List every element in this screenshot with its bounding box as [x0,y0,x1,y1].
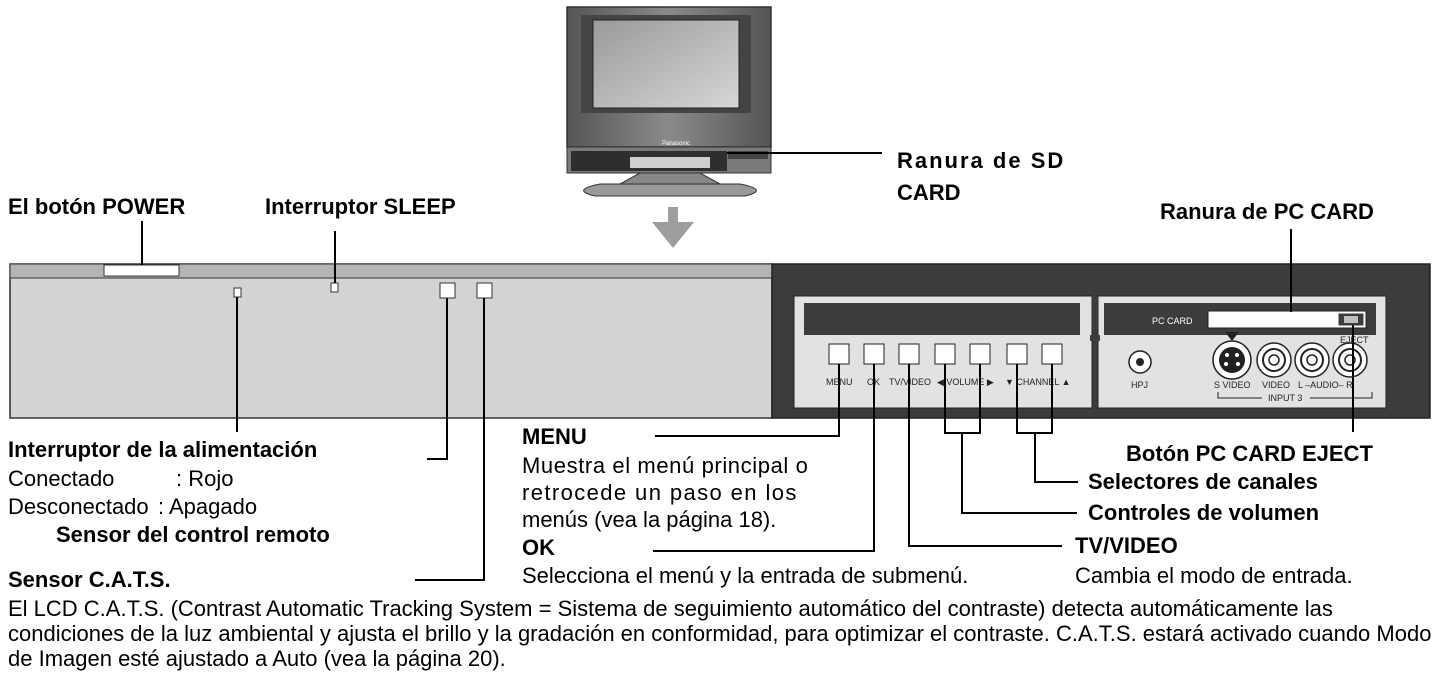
audio-left-jack[interactable] [1294,342,1330,378]
pc-card-slot[interactable] [1207,310,1367,329]
sleep-indicator [330,282,339,293]
audio-panel-label: L –AUDIO– R [1298,380,1353,390]
pc-card-slot-label: Ranura de PC CARD [1160,199,1374,224]
ok-button[interactable] [863,343,885,365]
volume-down-button[interactable] [934,343,956,365]
tv-video-callout-desc: Cambia el modo de entrada. [1075,563,1353,588]
remote-sensor [439,282,456,299]
power-button[interactable] [103,264,180,277]
channel-up-button[interactable] [1041,343,1063,365]
volume-panel-label: ◀ VOLUME ▶ [937,377,994,387]
eject-panel-label: EJECT [1340,335,1369,345]
pc-card-panel-label: PC CARD [1152,316,1193,326]
zoom-arrow-icon [652,207,694,248]
video-panel-label: VIDEO [1262,380,1290,390]
remote-sensor-label: Sensor del control remoto [56,522,330,547]
video-jack[interactable] [1256,342,1292,378]
control-panel-right: PC CARD MENU OK TV/VIDEO ◀ VOLUME ▶ ▼ CH… [771,263,1431,419]
pc-card-eject-callout-label: Botón PC CARD EJECT [1126,441,1373,466]
ok-callout-desc: Selecciona el menú y la entrada de subme… [522,563,969,588]
power-indicator [233,287,242,298]
pc-card-eject-button[interactable] [1344,316,1358,323]
channel-callout-label: Selectores de canales [1088,469,1318,494]
menu-callout-desc-2: retrocede un paso en los [522,480,798,505]
sleep-switch-label: Interruptor SLEEP [265,194,456,219]
power-off-value: : Apagado [158,494,258,519]
tv-brand-logo: Panasonic [662,141,690,147]
volume-callout-label: Controles de volumen [1088,500,1320,525]
menu-button[interactable] [828,343,850,365]
menu-callout-title: MENU [522,424,587,449]
hpj-panel-label: HPJ [1131,380,1148,390]
leader-lines [141,152,1354,581]
power-button-label: El botón POWER [8,194,186,219]
sd-slot-label-line2: CARD [897,180,961,205]
tv-video-callout-title: TV/VIDEO [1075,533,1178,558]
sd-slot-label-line1: Ranura de SD [897,148,1066,173]
cats-description: El LCD C.A.T.S. (Contrast Automatic Trac… [8,596,1432,671]
ok-callout-title: OK [522,535,555,560]
channel-panel-label: ▼ CHANNEL ▲ [1005,377,1071,387]
control-panel-left [9,263,773,419]
tv-video-panel-label: TV/VIDEO [889,377,931,387]
power-on-value: : Rojo [176,466,234,491]
menu-callout-desc-3: menús (vea la página 18). [522,507,777,532]
power-on-key: Conectado [8,466,115,491]
s-video-panel-label: S VIDEO [1214,380,1251,390]
cats-sensor [476,282,493,299]
tv-screen [592,19,740,109]
volume-up-button[interactable] [969,343,991,365]
tv-illustration: Panasonic [566,6,772,197]
tv-video-button[interactable] [898,343,920,365]
channel-down-button[interactable] [1006,343,1028,365]
cats-sensor-label: Sensor C.A.T.S. [8,567,171,592]
audio-right-jack[interactable] [1332,342,1368,378]
menu-callout-desc-1: Muestra el menú principal o [522,453,809,478]
power-indicator-title: Interruptor de la alimentación [8,437,318,462]
input3-panel-label: INPUT 3 [1268,393,1302,403]
power-off-key: Desconectado [8,494,149,519]
